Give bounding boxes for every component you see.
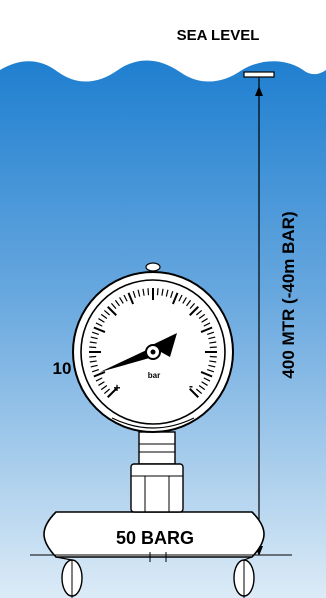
gauge-tick [208,364,216,368]
gauge-tick [119,297,124,304]
gauge-tick [98,381,105,386]
pipe [30,511,292,598]
gauge-tick [89,341,97,344]
gauge-tick [89,355,97,358]
gauge-tick [186,299,192,307]
depth-label: 400 MTR (-40m BAR) [279,211,298,378]
gauge-tick [198,313,206,319]
gauge-tick [95,322,103,327]
gauge-scale-ticks [89,288,217,398]
gauge-tick [209,360,217,363]
gauge-tick [178,294,183,302]
gauge-tick [107,306,117,316]
gauge-tick [203,377,211,382]
gauge-tick [100,313,108,319]
gauge-tick [127,292,135,305]
gauge-tick [110,302,117,310]
gauge-tick [182,297,187,304]
gauge-value-label: 10 [53,359,72,378]
gauge-tick [208,336,216,340]
gauge-tick [89,346,97,349]
sea-level-label: SEA LEVEL [177,27,260,44]
gauge-tick [165,289,169,297]
gauge-tick [100,385,108,391]
gauge-tick [90,364,98,368]
gauge-tick [209,341,217,344]
gauge-max-mark: - [189,379,193,393]
gauge-tick [201,318,208,323]
gauge-fitting [130,431,184,513]
gauge-tick [209,346,217,349]
gauge-tick [91,369,99,373]
gauge-tick [207,331,215,335]
pipe-pressure-label: 50 BARG [116,528,194,548]
gauge-tick [93,326,106,334]
gauge-tick [189,302,196,310]
gauge-tick [156,288,159,296]
gauge-unit-label: bar [148,371,160,380]
gauge-tick [147,288,150,296]
gauge-tick [203,322,211,327]
gauge-tick [170,290,174,298]
gauge-tick [103,309,111,316]
gauge-tick [195,309,203,316]
gauge-tick [189,306,199,316]
gauge-tick [195,388,203,395]
gauge-tick [123,294,128,302]
gauge-tick [91,331,99,335]
gauge-tick [200,370,213,378]
gauge-tick [137,289,141,297]
gauge-tick [207,369,215,373]
gauge-tick [103,388,111,395]
gauge-tick [95,377,103,382]
gauge-needle [100,333,177,372]
gauge-tick [198,385,206,391]
gauge-tick [114,299,120,307]
gauge-tick [89,360,97,363]
gauge-tick [171,292,179,305]
pressure-gauge: + - bar [72,262,234,433]
gauge-tick [189,388,199,398]
gauge-tick [142,288,145,296]
gauge-min-mark: + [113,381,120,395]
gauge-tick [209,355,217,358]
gauge-tick [132,290,136,298]
gauge-tick [107,388,117,398]
gauge-tick [98,318,105,323]
gauge-tick [90,336,98,340]
gauge-tick [200,326,213,334]
gauge-tick [93,370,106,378]
gauge-tick [161,288,164,296]
gauge-tick [201,381,208,386]
